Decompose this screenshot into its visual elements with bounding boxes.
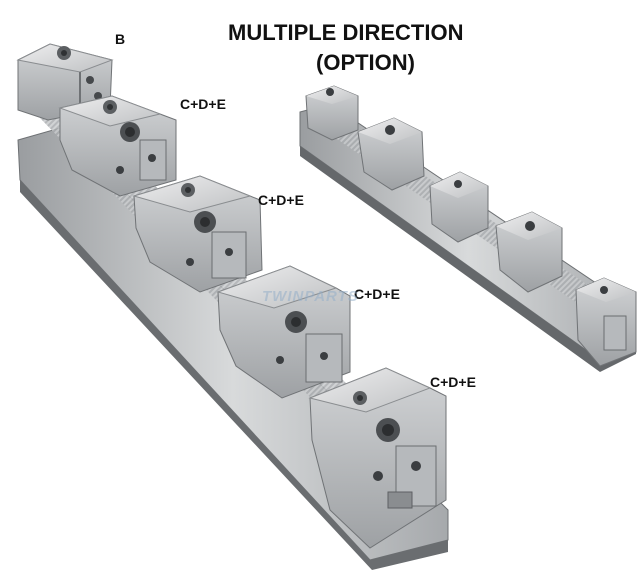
title-line-2: (OPTION) [316,50,415,75]
large-vise [16,43,449,570]
label-cde-1: C+D+E [180,96,226,112]
label-cde-3: C+D+E [354,286,400,302]
small-jaw-1 [305,85,359,141]
small-jaw-2 [357,117,425,191]
jaw-block-4 [216,265,351,399]
label-cde-4: C+D+E [430,374,476,390]
small-jaw-3 [429,171,489,243]
small-vise [299,85,637,372]
jaw-block-5 [308,367,447,549]
jaw-block-3 [132,175,263,293]
label-cde-2: C+D+E [258,192,304,208]
small-jaw-4 [495,211,563,293]
label-b: B [115,31,126,47]
jaw-block-2 [58,95,177,197]
watermark-logo: TWINPARTS [262,288,359,305]
small-jaw-5 [575,277,637,367]
title-line-1: MULTIPLE DIRECTION [228,20,464,45]
